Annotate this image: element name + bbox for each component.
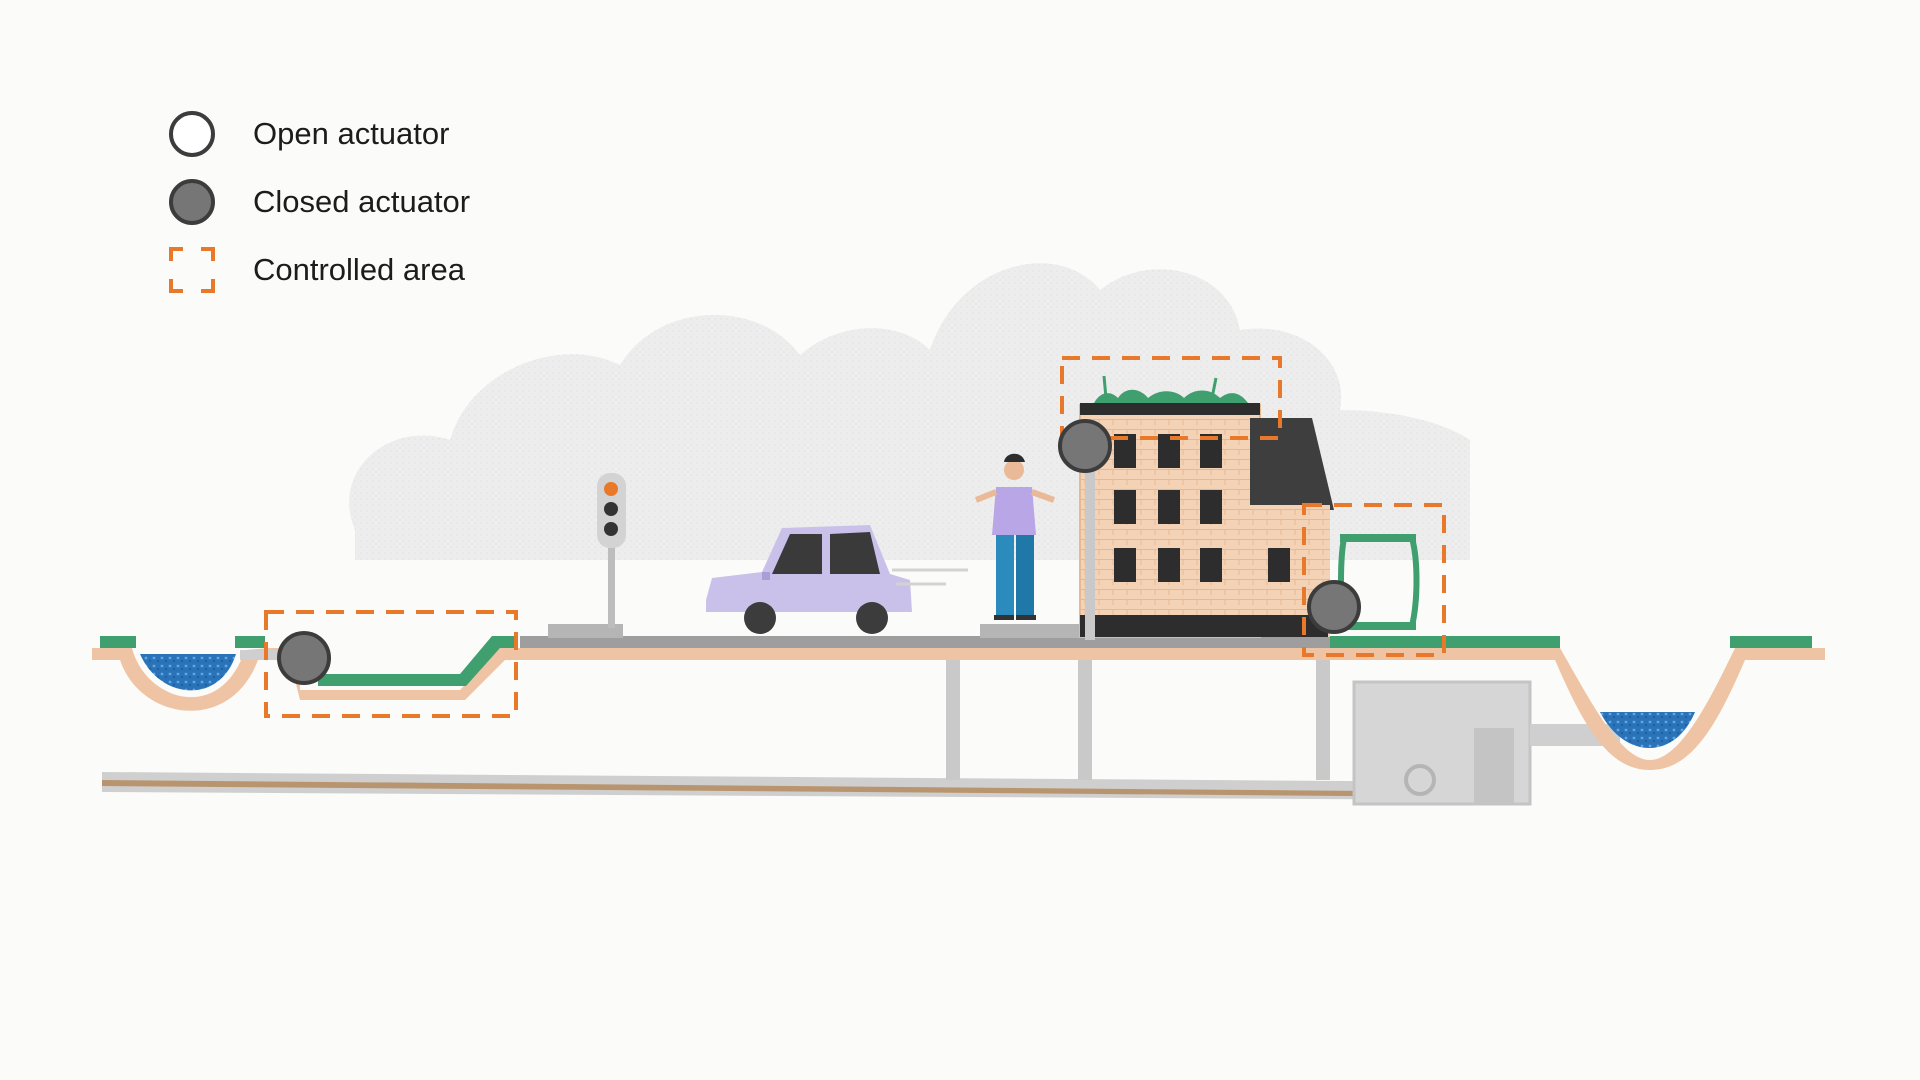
pump-icon [1404,764,1436,796]
legend-label-open: Open actuator [253,116,450,151]
legend-label-area: Controlled area [253,252,465,287]
open-actuator-icon [165,107,219,161]
controlled-area-ditch [264,610,518,718]
car-icon [706,525,968,634]
legend: Open actuator Closed actuator Controlled… [165,100,470,304]
closed-actuator-icon [165,175,219,229]
traffic-light-icon [597,473,626,628]
controlled-area-icon [165,243,219,297]
legend-item-area: Controlled area [165,236,470,304]
person-icon [974,453,1056,620]
closed-actuator-ditch [277,631,331,685]
underground-pipes [102,630,1620,806]
legend-label-closed: Closed actuator [253,184,471,219]
closed-actuator-roof [1058,419,1112,473]
ground [92,624,1825,770]
rain-tank-icon [1338,534,1420,630]
closed-actuator-tank [1307,580,1361,634]
controlled-area-green-roof [1060,356,1282,440]
legend-item-open: Open actuator [165,100,470,168]
legend-item-closed: Closed actuator [165,168,470,236]
controlled-area-rain-tank [1302,503,1446,657]
